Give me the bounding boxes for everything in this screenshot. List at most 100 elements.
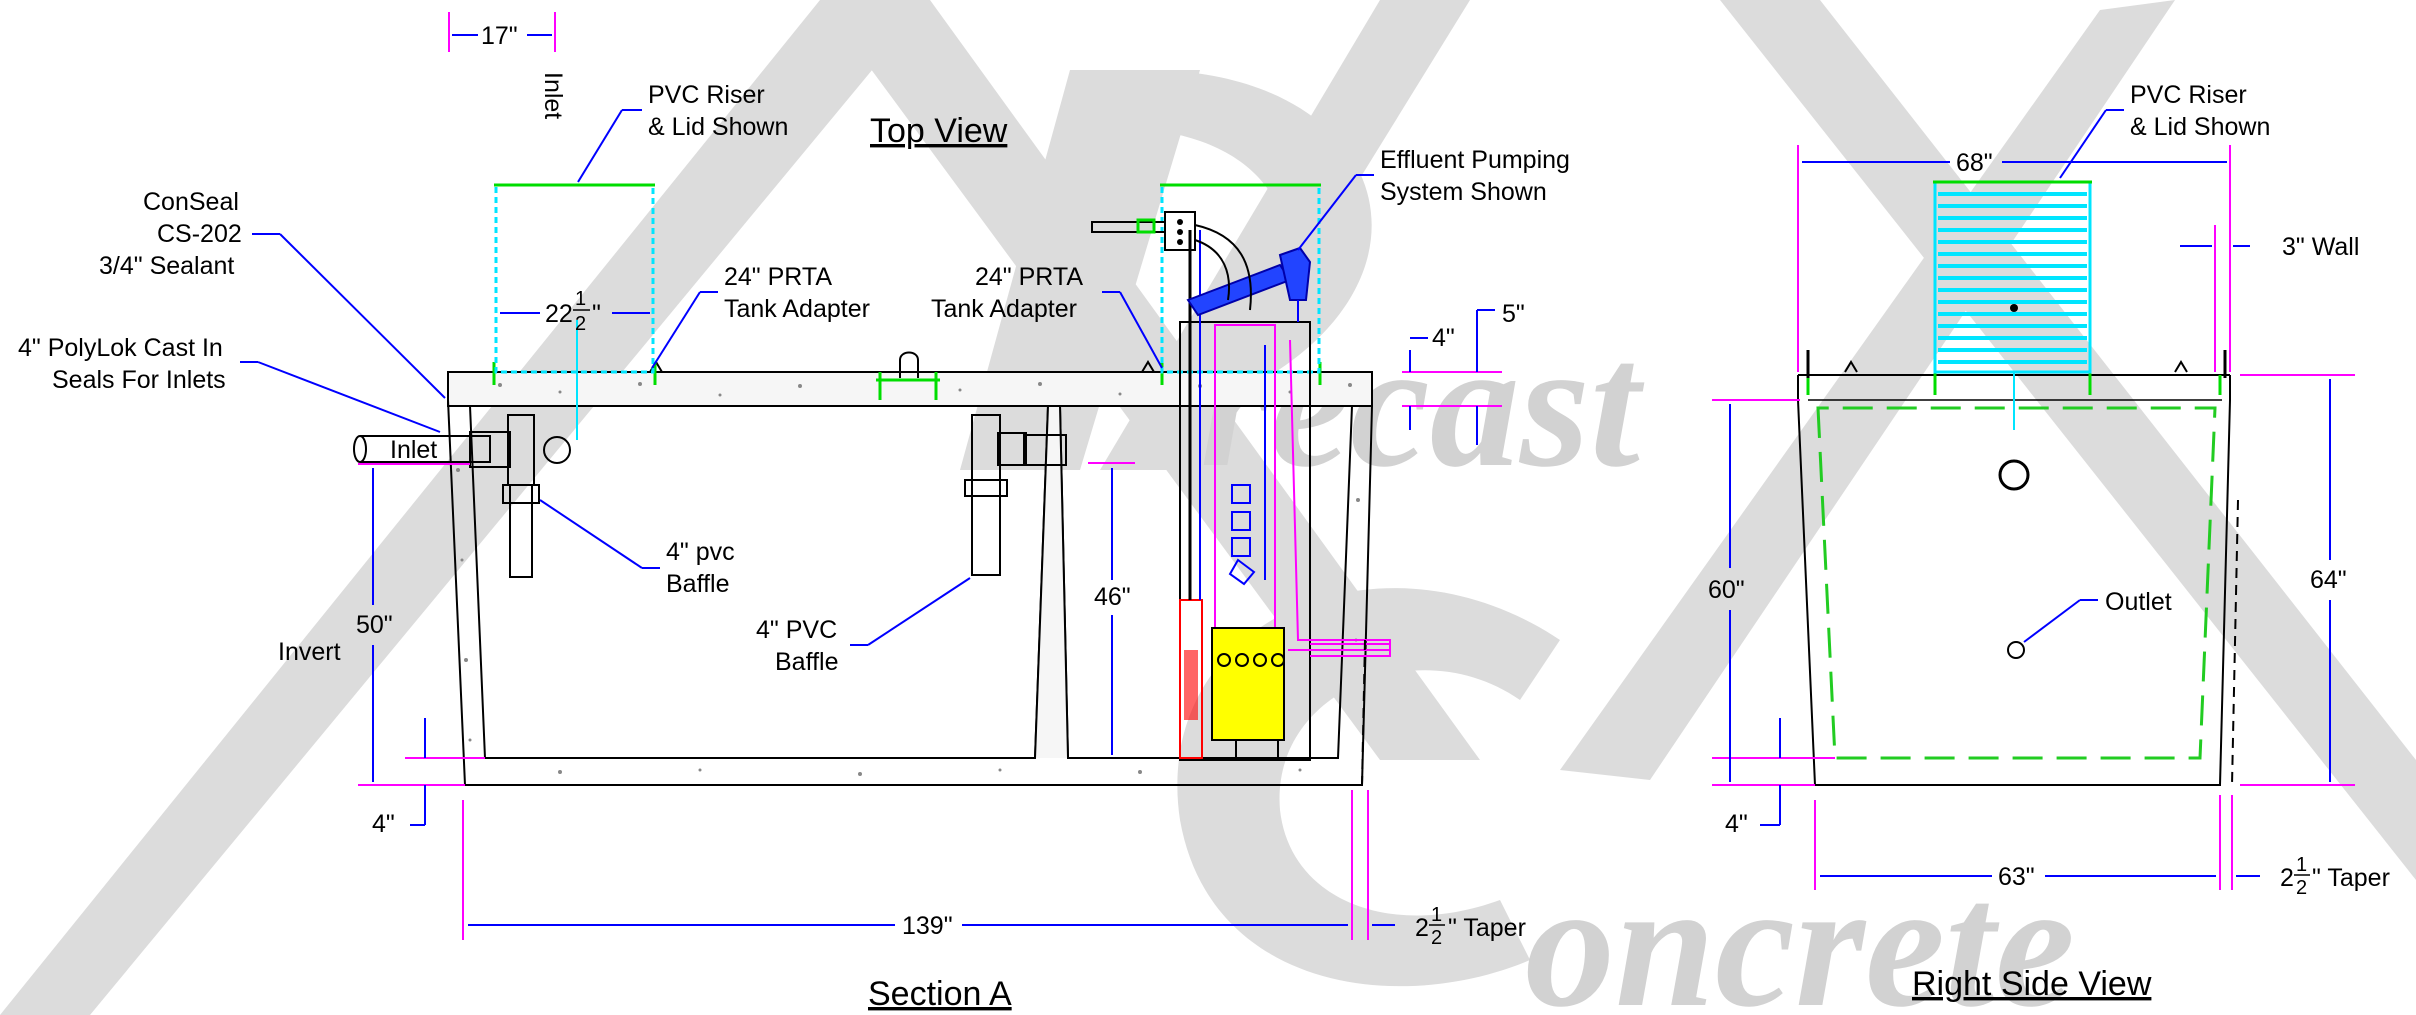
watermark-logo-stroke — [1720, 0, 2416, 880]
baffle-right-coupling — [1023, 434, 1067, 466]
label-prta-right-2: Tank Adapter — [931, 295, 1077, 323]
pvc-riser-left — [494, 183, 655, 374]
pump-base — [1235, 739, 1279, 759]
side-taper-den: 2 — [2296, 877, 2307, 899]
label-effluent-1: Effluent Pumping — [1380, 146, 1570, 174]
side-taper-label: " Taper — [2312, 864, 2390, 892]
dim-22-den: 2 — [575, 313, 586, 335]
dim-50: 50" — [356, 611, 393, 639]
baffle-left-tee — [469, 431, 511, 468]
side-adapter — [1806, 372, 2222, 395]
title-section-a: Section A — [868, 975, 1012, 1013]
dim-4-bottom: 4" — [372, 810, 395, 838]
watermark-logo-stroke — [1150, 70, 1372, 420]
lifting-hook — [1141, 360, 1155, 373]
label-prta-left-2: Tank Adapter — [724, 295, 870, 323]
side-taper-whole: 2 — [2280, 864, 2294, 892]
cord-bundle — [1194, 239, 1230, 301]
label-prta-left-1: 24" PRTA — [724, 263, 832, 291]
side-taper-num: 1 — [2296, 854, 2307, 876]
side-inlet-circle — [1998, 459, 2030, 491]
dim-46: 46" — [1094, 583, 1131, 611]
taper-den: 2 — [1431, 927, 1442, 949]
label-inlet-pipe: Inlet — [390, 436, 437, 464]
leader-effluent — [1297, 174, 1357, 251]
alarm-float-red-fill — [1184, 650, 1198, 720]
junction-conduit-pipe — [1091, 221, 1166, 233]
leader-riser — [577, 109, 623, 183]
side-tank-outline — [1797, 375, 2231, 786]
label-effluent-2: System Shown — [1380, 178, 1547, 206]
leader-prta-right — [1119, 291, 1163, 369]
pump-discharge-pipe — [1288, 339, 1391, 651]
taper-edge — [1361, 639, 1366, 786]
baffle-right-tee — [997, 432, 1027, 466]
taper-label: " Taper — [1448, 914, 1526, 942]
dim-22-num: 1 — [575, 288, 586, 310]
tank-inner-wall — [469, 405, 1049, 759]
pvc-riser-right — [1160, 183, 1321, 374]
pump-vault — [1179, 321, 1311, 761]
dim-5: 5" — [1502, 300, 1525, 328]
label-invert: Invert — [278, 638, 341, 666]
side-lifting-hook — [1844, 360, 1858, 373]
title-top-view: Top View — [870, 112, 1008, 150]
dim-68: 68" — [1956, 149, 1993, 177]
leader-polylok — [257, 361, 441, 433]
side-inner-outline — [1816, 406, 2217, 760]
effluent-pump-system — [1091, 211, 1391, 761]
baffle-left-coupling — [502, 484, 540, 504]
baffle-right-coupling-top — [964, 479, 1008, 497]
taper-whole: 2 — [1415, 914, 1429, 942]
junction-green-fitting — [1136, 218, 1156, 234]
outlet-pipe — [1310, 643, 1391, 657]
pump-port — [1235, 653, 1249, 667]
label-conseal-1: ConSeal — [143, 188, 239, 216]
label-baffle-left-2: Baffle — [666, 570, 729, 598]
right-side-view: Right Side View Outlet — [1708, 81, 2390, 1003]
leader-baffle-left — [539, 499, 643, 569]
leader-prta-left — [651, 291, 701, 369]
label-baffle-left-1: 4" pvc — [666, 538, 735, 566]
dim-139: 139" — [902, 912, 953, 940]
discharge-elbow — [1278, 246, 1312, 301]
pump-port — [1253, 653, 1267, 667]
side-leader-riser — [2059, 109, 2107, 179]
watermark-logo-stroke — [0, 0, 930, 1015]
dim-4-top: 4" — [1432, 324, 1455, 352]
dim-63: 63" — [1998, 863, 2035, 891]
side-taper-edge — [2231, 499, 2239, 786]
side-label-riser-1: PVC Riser — [2130, 81, 2247, 109]
junction-conduit — [1177, 239, 1183, 245]
baffle-left-port — [543, 436, 571, 464]
section-a-dimensions: 17" 22 1 2 " 4" 5" 46" 50" Invert — [278, 12, 1526, 949]
dim-64: 64" — [2310, 566, 2347, 594]
side-riser-center — [2010, 304, 2018, 312]
side-leader-outlet — [2023, 599, 2081, 643]
side-riser-ribs — [1938, 192, 2087, 364]
pump-port — [1271, 653, 1285, 667]
prta-adapter-left — [492, 362, 657, 385]
leader-baffle-right — [867, 577, 971, 646]
label-riser-1: PVC Riser — [648, 81, 765, 109]
label-riser-2: & Lid Shown — [648, 113, 788, 141]
label-conseal-3: 3/4" Sealant — [99, 252, 234, 280]
side-lifting-hook — [2174, 360, 2188, 373]
label-polylok-2: Seals For Inlets — [52, 366, 226, 394]
dim-17: 17" — [481, 22, 518, 50]
junction-conduit — [1177, 219, 1183, 225]
dim-60: 60" — [1708, 576, 1745, 604]
side-label-riser-2: & Lid Shown — [2130, 113, 2270, 141]
label-baffle-right-2: Baffle — [775, 648, 838, 676]
lifting-loop — [899, 351, 919, 378]
watermark-logo-stroke — [960, 70, 1200, 470]
section-a-labels: Top View Section A Inlet PVC Riser & Lid… — [18, 72, 1570, 1013]
inlet-pipe-end — [353, 435, 367, 463]
watermark-concrete: oncrete — [1525, 845, 2075, 1015]
center-adapter — [876, 372, 940, 400]
junction-conduit — [1177, 229, 1183, 235]
dim-22-inch: " — [592, 300, 601, 328]
pump-yellow-unit — [1211, 627, 1285, 741]
